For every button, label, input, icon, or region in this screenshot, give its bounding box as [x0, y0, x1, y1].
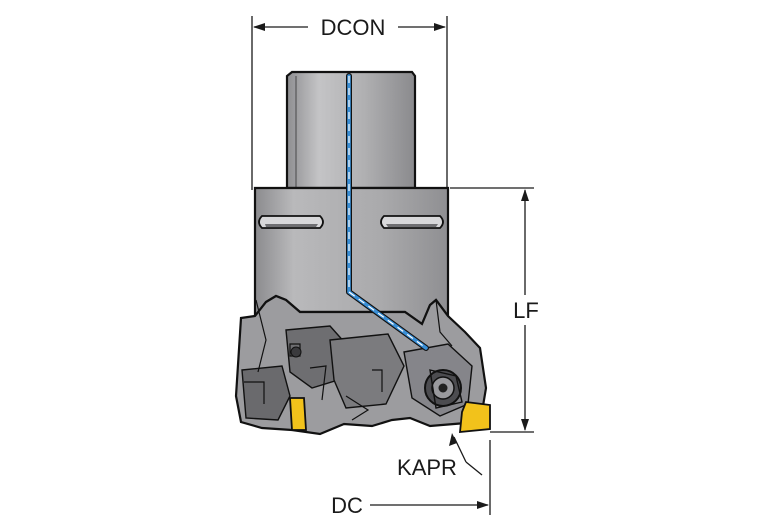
kapr-label: KAPR — [397, 455, 457, 480]
chip-pocket-2 — [329, 333, 405, 409]
dcon-dimension: DCON — [251, 15, 448, 190]
insert-right — [458, 401, 491, 434]
chip-pocket-3 — [241, 365, 291, 421]
insert-icon — [289, 397, 491, 434]
dcon-arrow-left — [253, 23, 265, 31]
dcon-arrow-right — [434, 23, 446, 31]
kapr-arrow — [449, 433, 457, 446]
dc-label: DC — [331, 493, 363, 518]
screw-icon — [424, 369, 463, 409]
dc-dimension: DC — [331, 440, 491, 518]
dc-arrow — [477, 501, 489, 509]
insert-left — [289, 397, 307, 431]
dcon-label: DCON — [321, 15, 386, 40]
coolant-channel — [346, 73, 429, 351]
lf-label: LF — [513, 298, 539, 323]
lf-arrow-top — [521, 189, 529, 201]
cutting-head — [234, 294, 488, 436]
lf-dimension: LF — [450, 187, 539, 433]
kapr-dimension: KAPR — [397, 433, 483, 480]
kapr-leader-tail — [465, 461, 483, 476]
lf-arrow-bottom — [521, 419, 529, 431]
